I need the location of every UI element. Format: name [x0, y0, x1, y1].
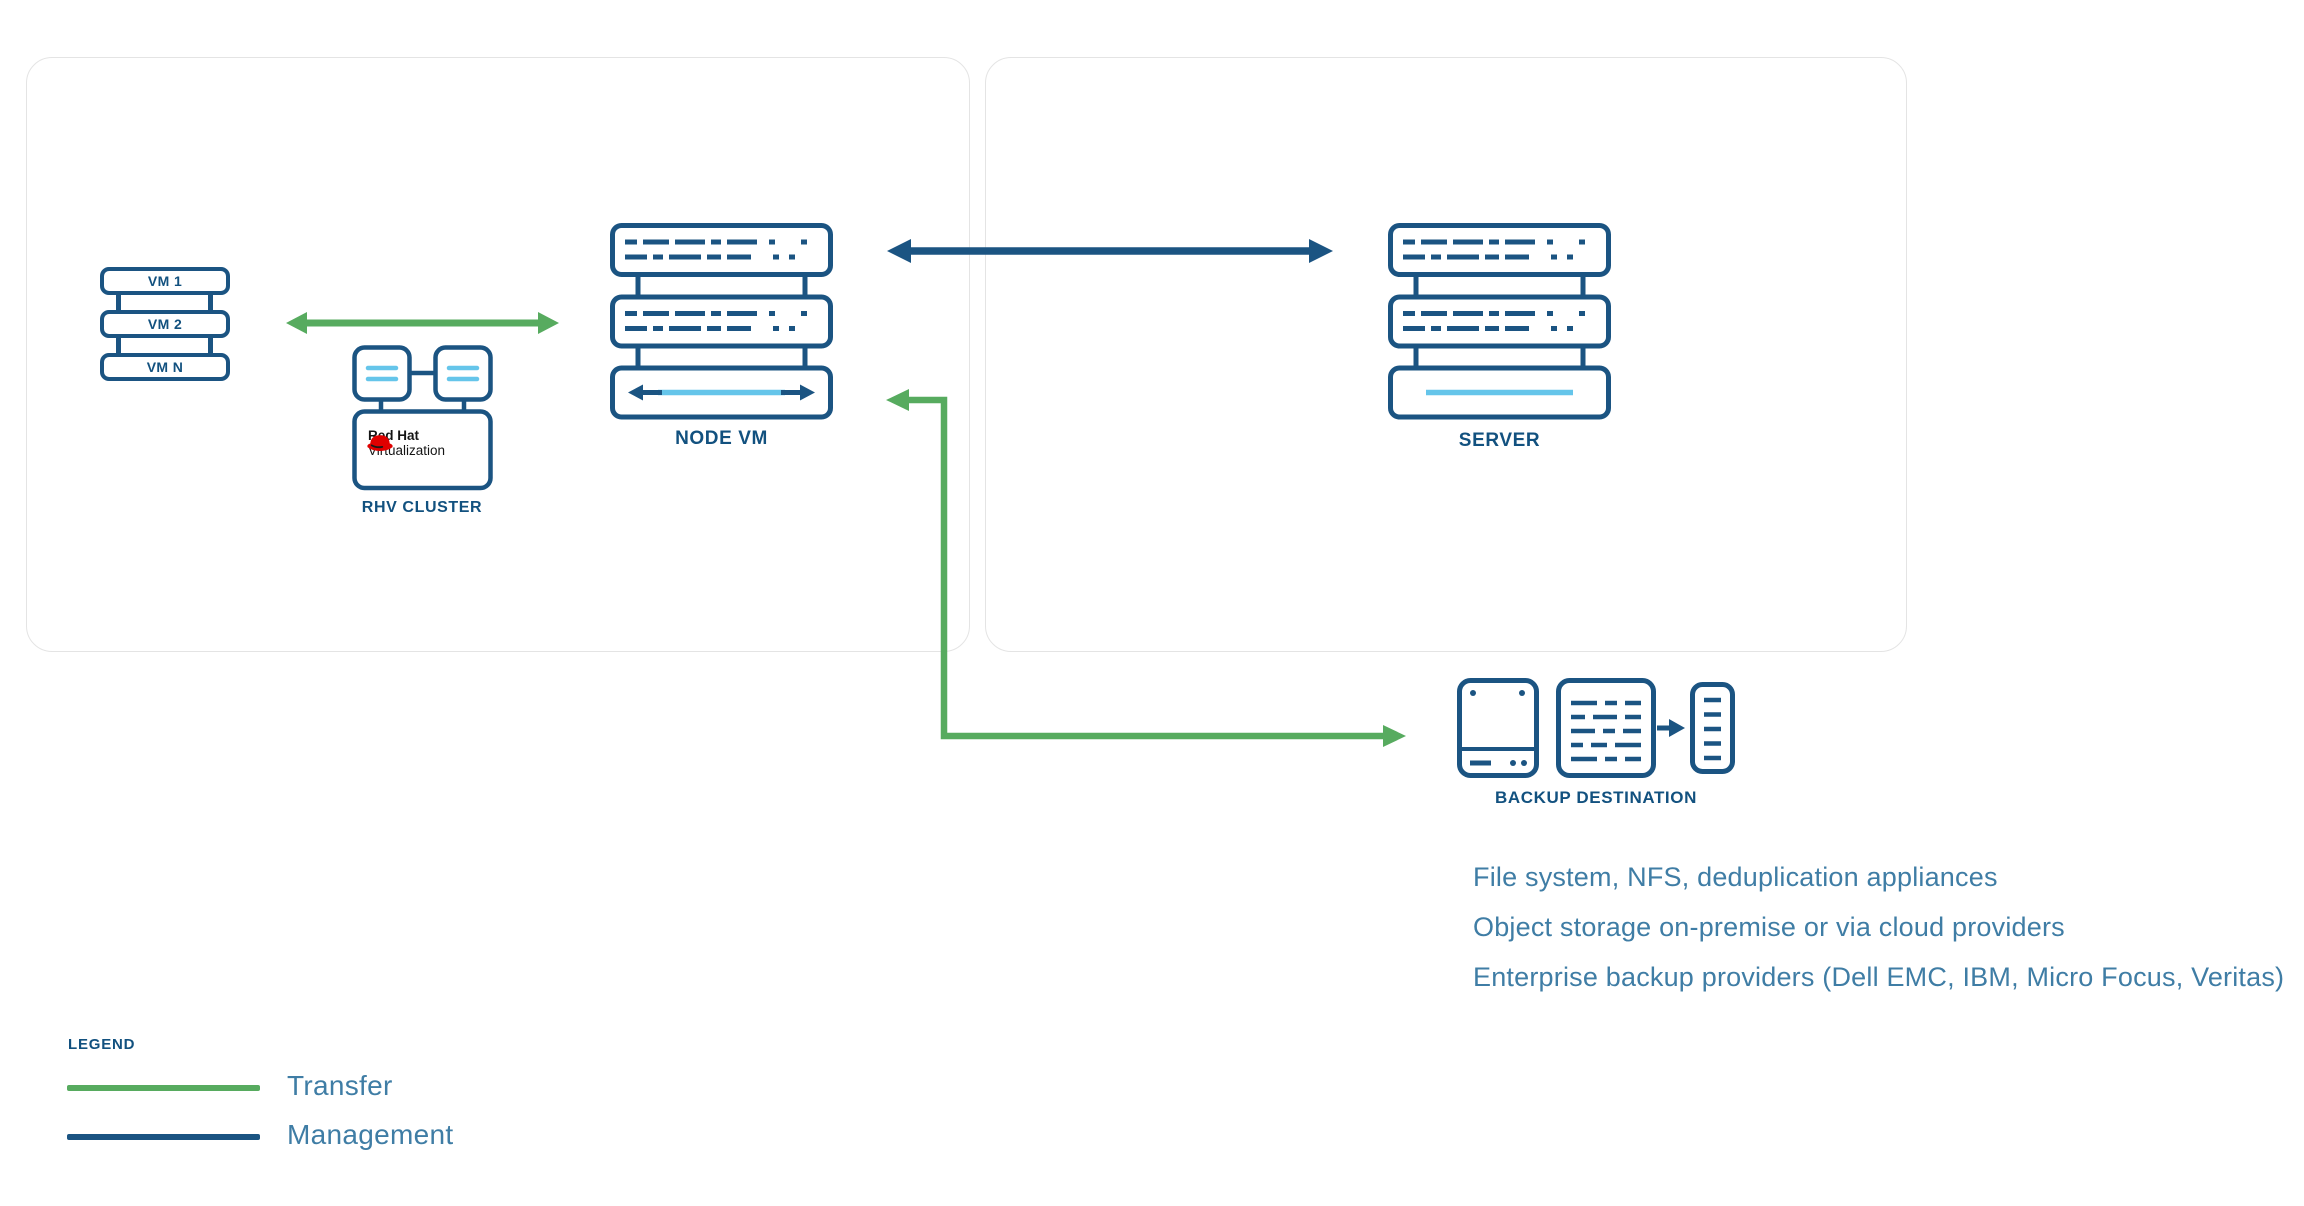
left-arrowhead — [628, 384, 643, 401]
vm-2-box: VM 2 — [100, 310, 230, 338]
vm-stack-icon: VM 1 VM 2 VM N — [100, 267, 230, 381]
backup-destination-label: BACKUP DESTINATION — [1495, 788, 1697, 807]
right-arrowhead — [800, 384, 815, 401]
vm-connector — [116, 334, 121, 356]
note-line: File system, NFS, deduplication applianc… — [1473, 862, 1998, 892]
vm-n-box: VM N — [100, 353, 230, 381]
backup-destination-notes: File system, NFS, deduplication applianc… — [1473, 852, 2303, 1002]
legend-transfer-label: Transfer — [287, 1070, 393, 1101]
server-environment-panel — [985, 57, 1907, 652]
red-hat-fedora-icon — [367, 435, 393, 451]
node-vm-icon — [610, 223, 833, 420]
legend-management-label: Management — [287, 1119, 454, 1150]
node-vm-label: NODE VM — [675, 428, 768, 449]
note-line: Object storage on-premise or via cloud p… — [1473, 912, 2065, 942]
note-line: Enterprise backup providers (Dell EMC, I… — [1473, 962, 2285, 992]
server-icon — [1388, 223, 1611, 420]
arrow-right-icon — [1669, 719, 1685, 737]
vm-2-label: VM 2 — [147, 316, 183, 332]
management-arrow-nodevm-server — [887, 239, 1333, 263]
vm-connector — [208, 291, 213, 313]
transfer-arrow-vms-nodevm — [286, 312, 559, 334]
vm-connector — [116, 291, 121, 313]
legend-transfer-swatch — [67, 1085, 260, 1091]
vm-connector — [208, 334, 213, 356]
server-label: SERVER — [1458, 430, 1541, 451]
disk-icon — [1457, 678, 1539, 778]
legend-title: LEGEND — [68, 1036, 136, 1053]
transfer-arrow-nodevm-backup — [886, 389, 1406, 747]
red-hat-logo: Red Hat Virtualization — [365, 428, 490, 458]
vm-1-label: VM 1 — [147, 273, 183, 289]
rhv-cluster-icon — [352, 345, 493, 491]
backup-destination-icon — [1457, 678, 1735, 778]
vm-1-box: VM 1 — [100, 267, 230, 295]
vm-n-label: VM N — [146, 359, 184, 375]
rhv-cluster-label: RHV CLUSTER — [361, 499, 483, 516]
legend-management-swatch — [67, 1134, 260, 1140]
